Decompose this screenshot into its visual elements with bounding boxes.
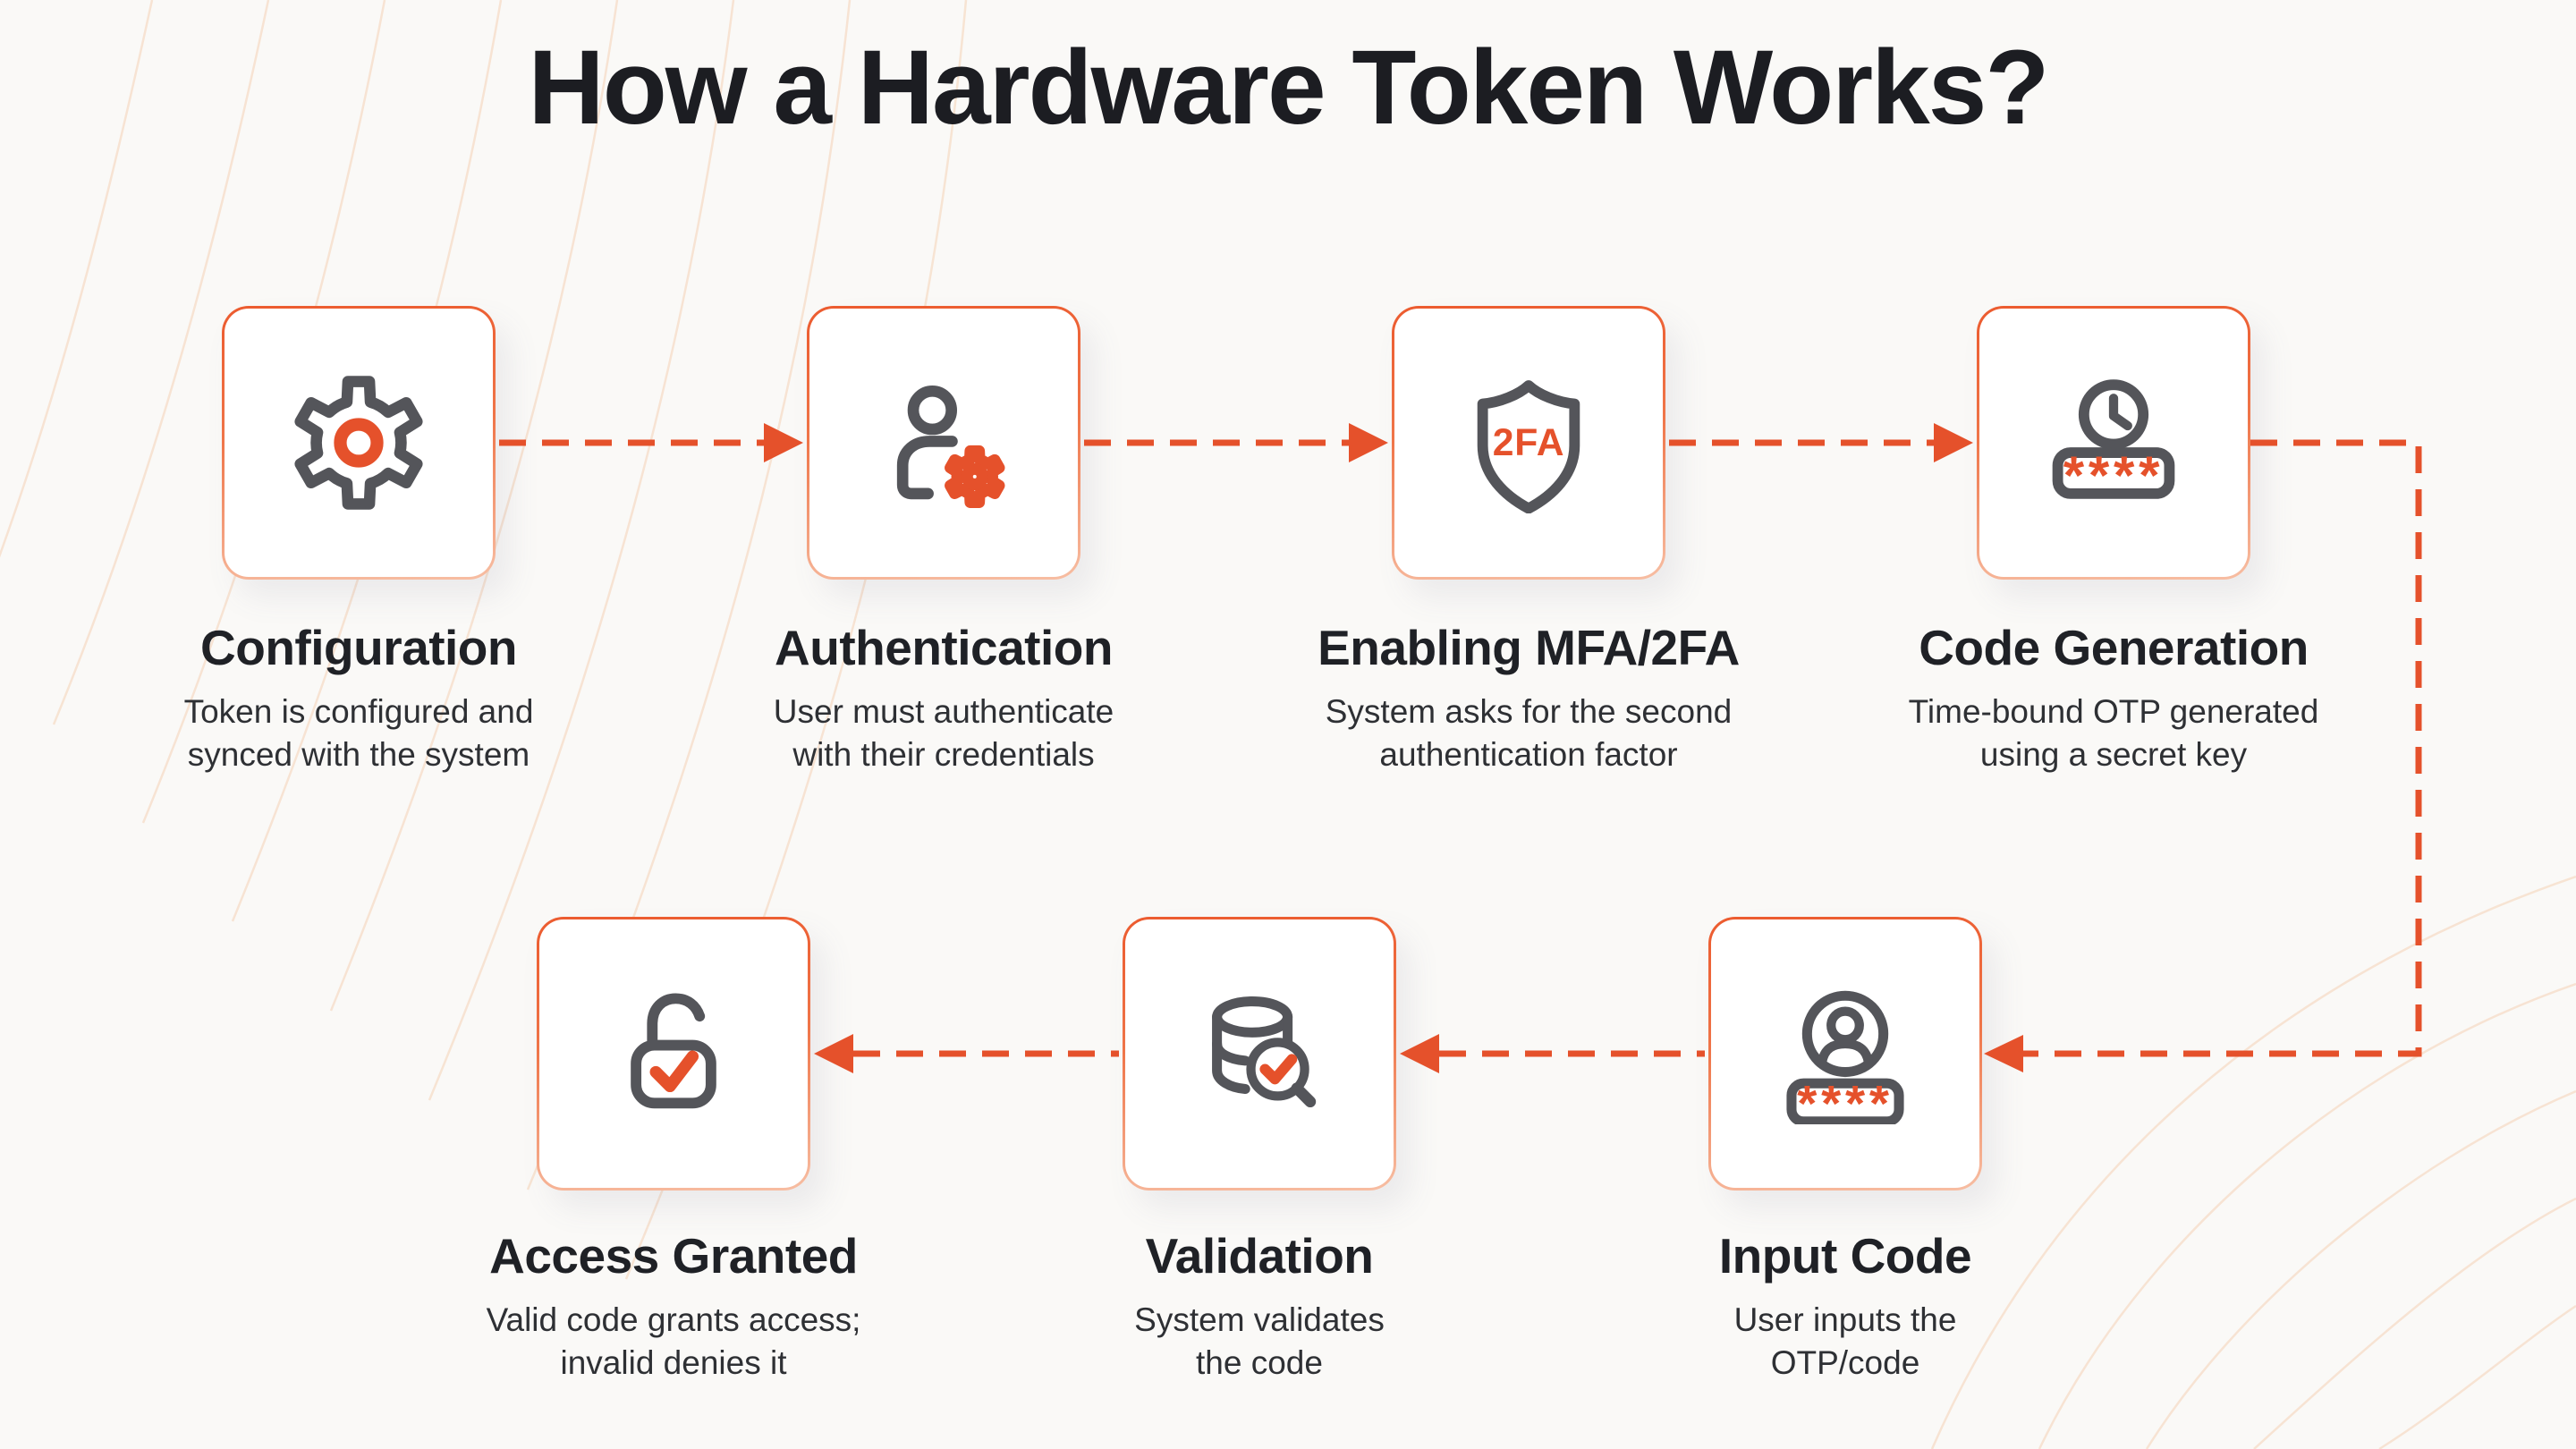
step-description: User inputs the OTP/code (1733, 1301, 1957, 1382)
step-code-generation: Code Generation Time-bound OTP generated… (1818, 619, 2409, 776)
step-description: System validates the code (1134, 1301, 1385, 1382)
step-title: Code Generation (1919, 620, 2309, 675)
page-title: How a Hardware Token Works? (528, 29, 2050, 147)
shield-2fa-icon: 2FA (1477, 380, 1580, 513)
step-title: Enabling MFA/2FA (1318, 620, 1740, 675)
otp-mask-label: **** (1797, 1076, 1894, 1124)
shield-2fa-label: 2FA (1493, 421, 1565, 464)
arrow-mfa-to-code-generation (1669, 423, 1973, 462)
arrow-input-code-to-validation (1400, 1034, 1705, 1073)
card-input-code: **** (1708, 917, 1982, 1191)
arrow-validation-to-access-granted (814, 1034, 1119, 1073)
step-title: Input Code (1718, 1228, 1972, 1284)
user-gear-icon (896, 386, 1005, 508)
card-enabling-mfa: 2FA (1392, 306, 1665, 580)
step-title: Configuration (200, 620, 517, 675)
card-validation (1123, 917, 1396, 1191)
step-description: Valid code grants access; invalid denies… (486, 1301, 861, 1382)
step-input-code: Input Code User inputs the OTP/code (1550, 1227, 2140, 1385)
arrow-authentication-to-mfa (1084, 423, 1388, 462)
clock-otp-icon: **** (2052, 379, 2175, 505)
user-otp-icon: **** (1786, 990, 1904, 1124)
database-check-icon (1212, 996, 1317, 1108)
step-configuration: Configuration Token is configured and sy… (64, 619, 654, 776)
step-title: Authentication (775, 620, 1113, 675)
step-description: User must authenticate with their creden… (773, 693, 1114, 774)
otp-mask-label: **** (2063, 445, 2164, 505)
card-code-generation: **** (1977, 306, 2250, 580)
step-access-granted: Access Granted Valid code grants access;… (378, 1227, 969, 1385)
step-description: System asks for the second authenticatio… (1325, 693, 1733, 774)
card-configuration (222, 306, 496, 580)
step-title: Access Granted (489, 1228, 858, 1284)
step-description: Time-bound OTP generated using a secret … (1908, 693, 2319, 774)
arrow-configuration-to-authentication (499, 423, 803, 462)
step-authentication: Authentication User must authenticate wi… (648, 619, 1239, 776)
card-authentication (807, 306, 1080, 580)
step-title: Validation (1145, 1228, 1374, 1284)
step-validation: Validation System validates the code (964, 1227, 1555, 1385)
gear-icon (294, 376, 423, 510)
unlock-check-icon (631, 993, 716, 1109)
step-enabling-mfa: Enabling MFA/2FA System asks for the sec… (1233, 619, 1824, 776)
step-description: Token is configured and synced with the … (183, 693, 534, 774)
card-access-granted (537, 917, 810, 1191)
